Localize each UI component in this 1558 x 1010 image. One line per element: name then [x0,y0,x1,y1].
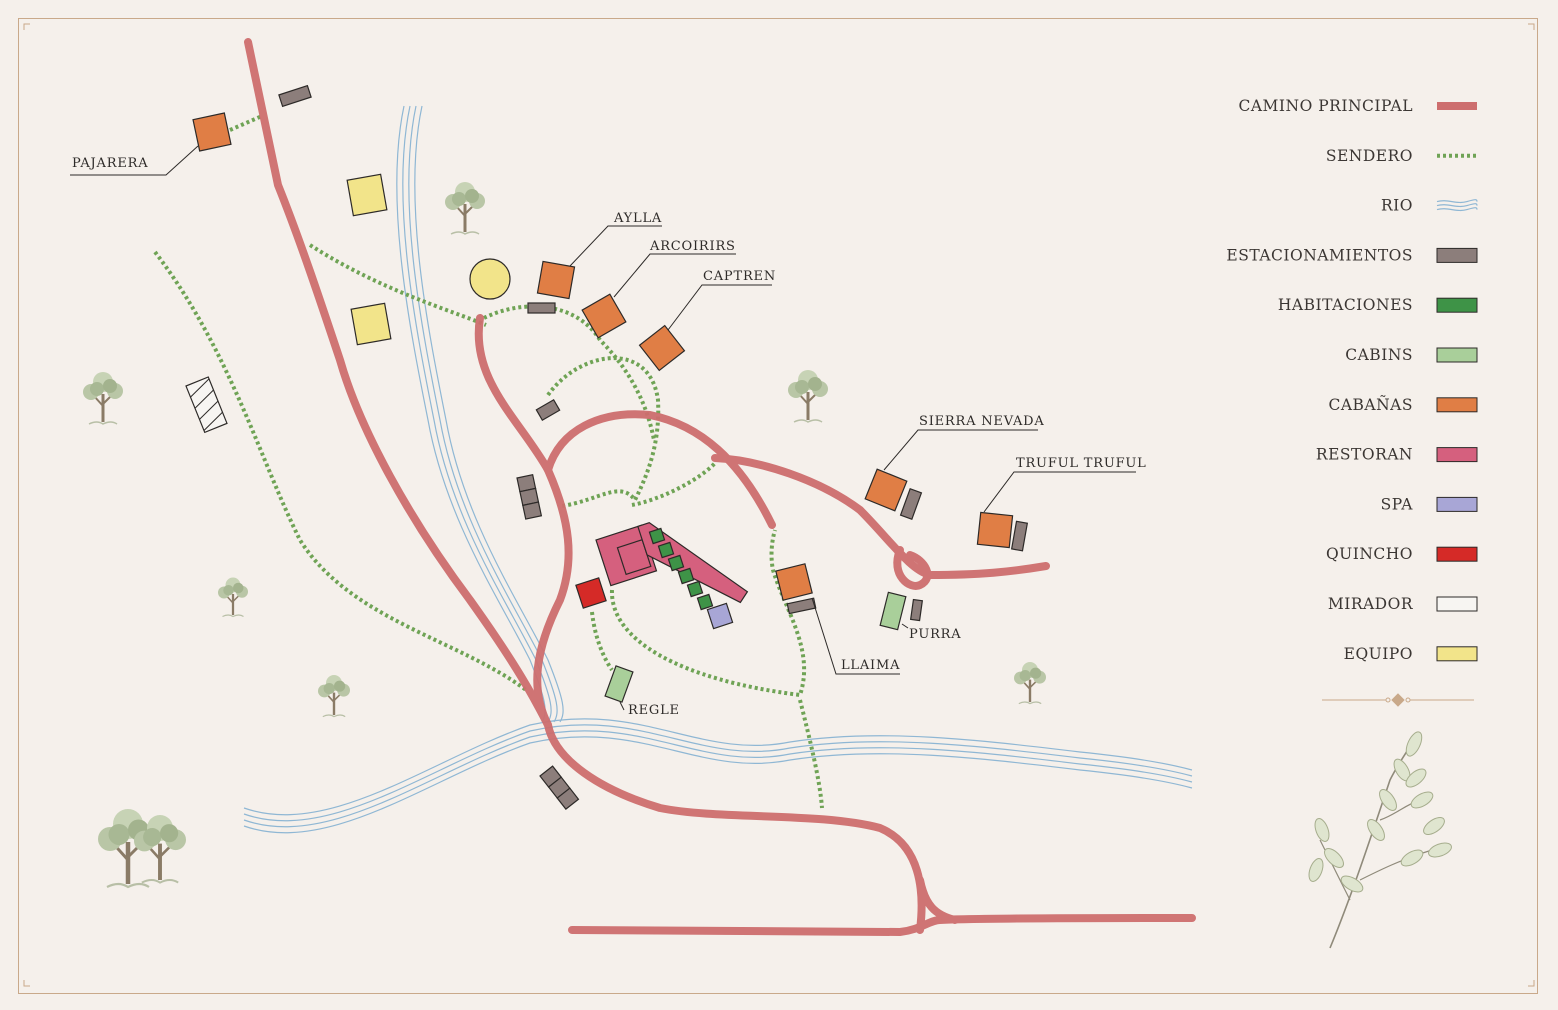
trail-north [308,243,487,327]
roads [244,38,1196,936]
legend-item-quincho: QUINCHO [1326,545,1478,563]
cabana-sierra-nevada [864,468,908,512]
tree-icon [443,180,487,236]
cabana-captren [638,324,686,372]
cabana-truful-truful [976,511,1014,549]
cabana-pajarera [192,112,232,152]
tree-icon [81,370,125,426]
label-purra: PURRA [909,627,961,642]
quincho [575,577,607,609]
trail-pajarera [229,114,263,132]
legend: CAMINO PRINCIPAL SENDERO RIO ESTACIONAMIENT… [1226,97,1478,663]
legend-item-spa: SPA [1381,495,1478,513]
legend-swatch [1436,496,1478,512]
legend-swatch [1436,546,1478,562]
cabana-aylla [536,260,576,300]
legend-swatch [1436,247,1478,263]
legend-item-habitaciones: HABITACIONES [1278,296,1478,314]
legend-swatch [1436,347,1478,363]
parking-north [278,84,312,108]
equipo-2 [350,302,392,346]
road-junction [916,876,959,924]
parking-south [539,765,580,810]
river-main [243,718,1193,816]
trail-southeast [798,699,824,809]
legend-label: RESTORAN [1316,446,1413,464]
parking-sierra [899,488,923,520]
parking-center-2 [516,473,543,520]
parking-center-1 [535,398,561,422]
label-regle: REGLE [628,703,680,718]
legend-label: CABINS [1345,346,1413,364]
road-east [711,454,1050,579]
road-loop-west [474,314,573,729]
road-loop-top [544,410,776,529]
spa [706,602,734,630]
legend-label: MIRADOR [1328,595,1414,613]
road-east-knot [893,546,932,590]
legend-swatch [1436,297,1478,313]
parking-llaima [786,597,817,615]
tree-icon [216,576,250,618]
legend-item-sendero: SENDERO [1326,147,1477,165]
cabin-purra [879,591,907,631]
legend-item-mirador: MIRADOR [1328,595,1478,613]
legend-item-rio: RIO [1381,197,1478,215]
label-aylla: AYLLA [613,211,662,226]
legend-label: CAMINO PRINCIPAL [1238,97,1413,115]
legend-swatch [1436,199,1478,212]
trail-regle [590,611,614,672]
buildings [185,84,1029,810]
legend-swatch [1436,447,1478,463]
parking-purra [909,598,924,622]
cabana-llaima [775,563,813,601]
legend-label: EQUIPO [1344,645,1413,663]
legend-item-cabins: CABINS [1345,346,1478,364]
label-sierra-nevada: SIERRA NEVADA [919,414,1045,429]
leaf-sprig-icon [1308,731,1452,949]
parking-truful [1010,520,1029,552]
legend-label: SPA [1381,495,1414,513]
legend-item-cabanas: CABAÑAS [1328,396,1478,414]
trail-south-loop [609,529,807,698]
road-south [568,914,1196,936]
place-labels: PAJARERA AYLLA ARCOIRIRS CAPTREN SIERRA … [72,156,1147,718]
label-llaima: LLAIMA [841,658,900,673]
equipo-round [469,258,511,300]
legend-label: QUINCHO [1326,545,1413,563]
label-truful-truful: TRUFUL TRUFUL [1016,456,1147,471]
tree-icon [316,673,352,718]
label-arcoirirs: ARCOIRIRS [649,239,736,254]
legend-label: ESTACIONAMIENTOS [1226,246,1413,264]
legend-label: CABAÑAS [1328,396,1413,414]
legend-swatch [1436,397,1478,413]
equipo-1 [346,173,388,217]
legend-item-estacionamientos: ESTACIONAMIENTOS [1226,246,1478,264]
tree-icon [1012,660,1048,705]
label-captren: CAPTREN [703,269,776,284]
label-pajarera: PAJARERA [72,156,148,171]
label-leaders [70,145,1136,711]
cabin-regle [604,665,634,703]
legend-item-camino: CAMINO PRINCIPAL [1238,97,1477,115]
legend-swatch [1436,596,1478,612]
mirador [185,376,228,434]
trail-center-1 [546,356,661,508]
parking-aylla [527,302,556,314]
legend-item-restoran: RESTORAN [1316,446,1478,464]
legend-item-equipo: EQUIPO [1344,645,1478,663]
frame-corners [23,23,1535,987]
divider-ornament-icon [1322,693,1474,707]
tree-icon [786,368,830,424]
legend-swatch [1436,646,1478,662]
restoran [595,522,749,604]
trail-center-2 [631,460,718,507]
habitaciones [648,527,714,611]
legend-label: RIO [1381,197,1413,215]
legend-label: SENDERO [1326,147,1413,165]
legend-label: HABITACIONES [1278,296,1413,314]
cabana-arcoirirs [581,293,627,339]
